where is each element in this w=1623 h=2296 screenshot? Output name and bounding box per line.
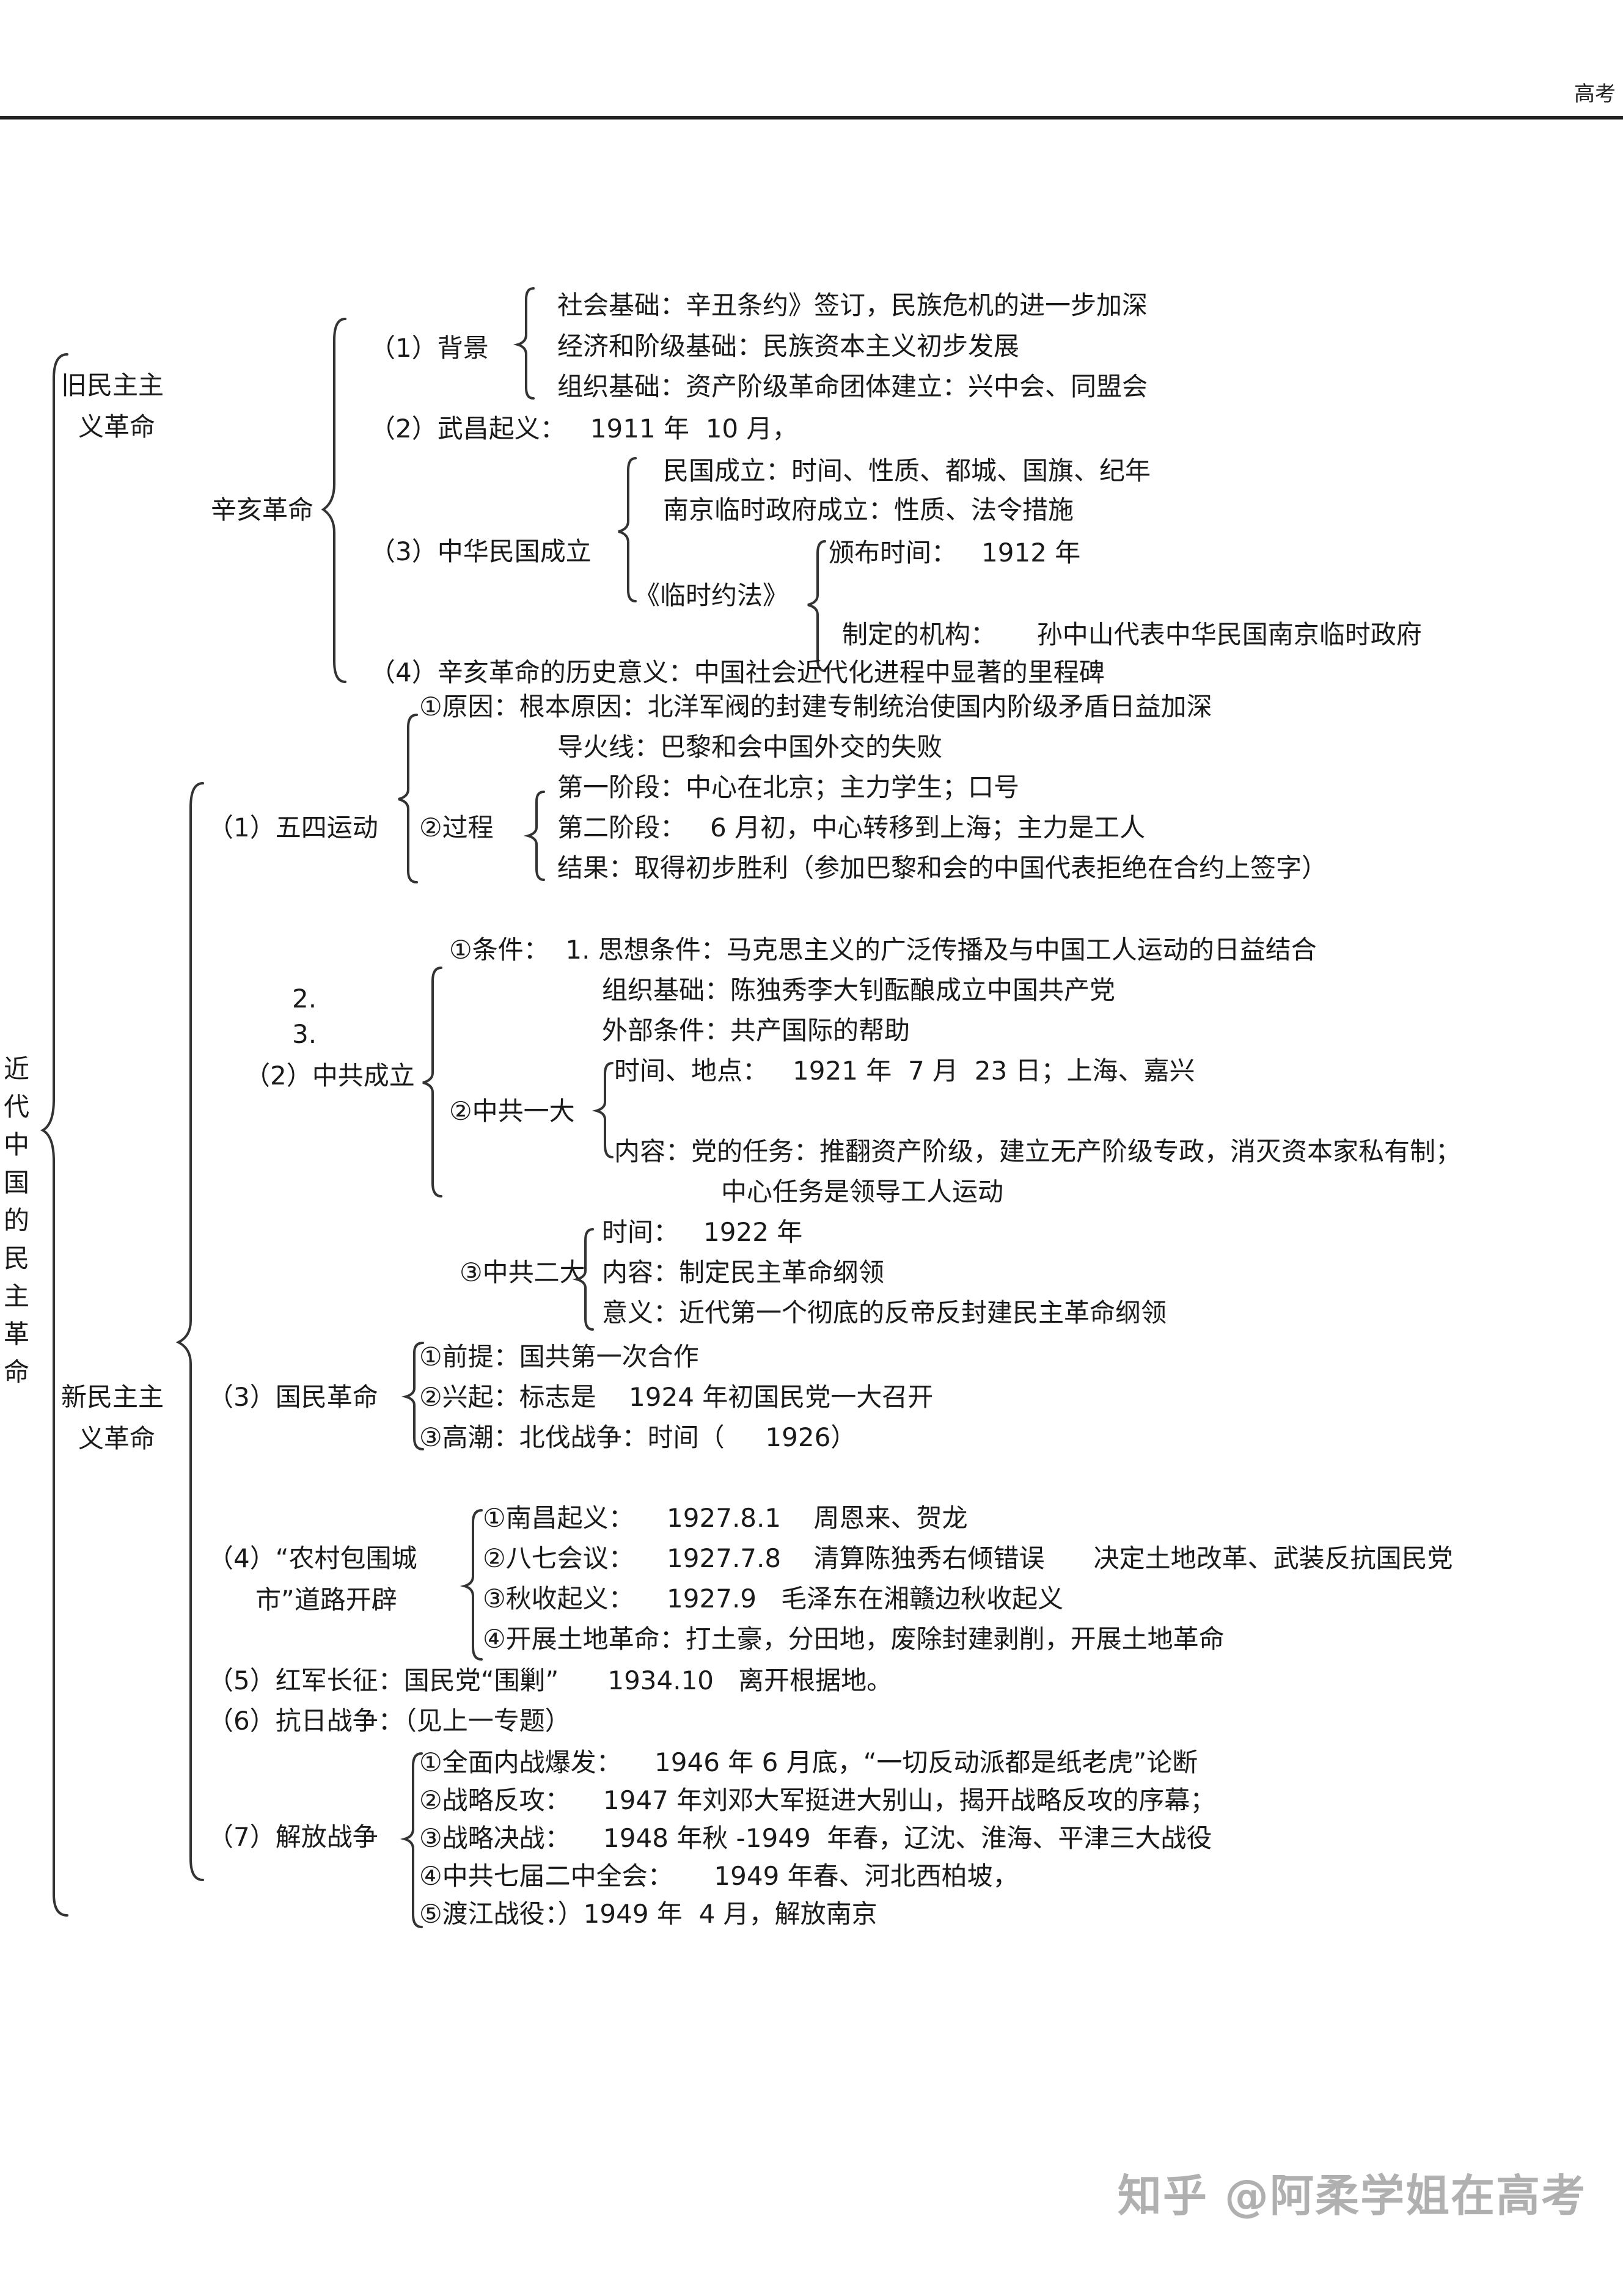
xinhai-significance: （4）辛亥革命的历史意义：中国社会近代化进程中显著的里程碑 — [370, 657, 1105, 687]
rural-encircle-item: ①南昌起义： 1927.8.1 周恩来、贺龙 — [483, 1503, 968, 1533]
provisional-item: 颁布时间： 1912 年 — [829, 538, 1081, 568]
first-congress-label: ②中共一大 — [449, 1096, 575, 1126]
old-democratic-label-1: 旧民主主 — [61, 370, 164, 400]
stray-number: 2. — [292, 984, 317, 1014]
header-label: 高考 — [1574, 82, 1616, 106]
root-brace — [40, 353, 68, 1917]
liberation-war-brace — [400, 1752, 423, 1928]
root-char: 近 — [3, 1054, 29, 1084]
first-congress-item: 内容：党的任务：推翻资产阶级，建立无产阶级专政，消灭资本家私有制； — [614, 1136, 1462, 1166]
liberation-war-item: ④中共七届二中全会： 1949 年春、河北西柏坡， — [419, 1861, 1019, 1891]
first-congress-brace — [592, 1062, 614, 1158]
background-brace — [513, 287, 535, 400]
header-rule — [0, 116, 1623, 120]
may4-process-label: ②过程 — [419, 813, 494, 843]
may4-trigger: 导火线：巴黎和会中国外交的失败 — [557, 732, 943, 762]
rural-encircle-item: ②八七会议： 1927.7.8 清算陈独秀右倾错误 决定土地改革、武装反抗国民党 — [483, 1543, 1453, 1573]
ccp-condition: 外部条件：共产国际的帮助 — [602, 1015, 910, 1045]
liberation-war-item: ③战略决战： 1948 年秋 -1949 年春，辽沈、淮海、平津三大战役 — [419, 1823, 1212, 1853]
ccp-condition: 组织基础：陈独秀李大钊酝酿成立中国共产党 — [602, 975, 1116, 1005]
national-revolution-item: ③高潮：北伐战争：时间（ 1926） — [419, 1422, 857, 1452]
may4-process-item: 第二阶段： 6 月初，中心转移到上海；主力是工人 — [557, 813, 1146, 843]
xinhai-label: 辛亥革命 — [211, 495, 314, 525]
ccp-founding-brace — [422, 967, 442, 1197]
first-congress-item: 中心任务是领导工人运动 — [721, 1177, 1004, 1207]
xinhai-brace — [321, 318, 346, 683]
may4-process-brace — [523, 791, 545, 881]
second-congress-label: ③中共二大 — [460, 1257, 585, 1287]
liberation-war-item: ②战略反攻： 1947 年刘邓大军挺进大别山，揭开战略反攻的序幕； — [419, 1785, 1216, 1815]
wuchang-uprising: （2）武昌起义： 1911 年 10 月， — [370, 414, 798, 444]
root-char: 革 — [3, 1319, 29, 1349]
anti-japanese-war: （6）抗日战争：（见上一专题） — [208, 1706, 571, 1736]
root-char: 民 — [3, 1243, 29, 1273]
rural-encircle-label-2: 市”道路开辟 — [255, 1585, 397, 1615]
rural-encircle-label-1: （4）“农村包围城 — [208, 1543, 417, 1573]
root-char: 中 — [3, 1130, 29, 1160]
national-revolution-brace — [401, 1342, 424, 1450]
may4-brace — [398, 714, 418, 883]
may4-label: （1）五四运动 — [208, 813, 378, 843]
may4-cause: ①原因：根本原因：北洋军阀的封建专制统治使国内阶级矛盾日益加深 — [419, 692, 1212, 722]
provisional-brace — [807, 540, 826, 672]
rural-encircle-item: ④开展土地革命：打土豪，分田地，废除封建剥削，开展土地革命 — [483, 1624, 1225, 1654]
national-revolution-item: ①前提：国共第一次合作 — [419, 1342, 699, 1372]
old-democratic-label-2: 义革命 — [78, 412, 156, 442]
root-char: 国 — [3, 1168, 29, 1197]
ccp-founding-label: （2）中共成立 — [244, 1061, 415, 1091]
national-revolution-item: ②兴起：标志是 1924 年初国民党一大召开 — [419, 1382, 934, 1412]
liberation-war-label: （7）解放战争 — [208, 1822, 378, 1852]
ccp-condition: ①条件： 1. 思想条件：马克思主义的广泛传播及与中国工人运动的日益结合 — [449, 935, 1317, 965]
national-revolution-label: （3）国民革命 — [208, 1382, 378, 1412]
root-char: 命 — [3, 1357, 29, 1387]
provisional-constitution-label: 《临时约法》 — [634, 580, 789, 610]
background-item: 经济和阶级基础：民族资本主义初步发展 — [557, 331, 1020, 361]
first-congress-item: 时间、地点： 1921 年 7 月 23 日；上海、嘉兴 — [614, 1056, 1195, 1086]
long-march: （5）红军长征：国民党“围剿” 1934.10 离开根据地。 — [208, 1665, 893, 1695]
background-item: 组织基础：资产阶级革命团体建立：兴中会、同盟会 — [557, 371, 1148, 401]
liberation-war-item: ⑤渡江战役：）1949 年 4 月，解放南京 — [419, 1899, 877, 1929]
new-democratic-brace — [175, 782, 204, 1881]
second-congress-item: 意义：近代第一个彻底的反帝反封建民主革命纲领 — [602, 1298, 1167, 1328]
background-item: 社会基础：辛丑条约》签订，民族危机的进一步加深 — [557, 290, 1148, 320]
background-label: （1）背景 — [370, 333, 489, 363]
root-char: 代 — [3, 1092, 29, 1122]
second-congress-brace — [572, 1228, 594, 1331]
second-congress-item: 内容：制定民主革命纲领 — [602, 1257, 885, 1287]
watermark: 知乎 @阿柔学姐在高考 — [1117, 2170, 1586, 2221]
new-democratic-label-1: 新民主主 — [61, 1382, 164, 1412]
new-democratic-label-2: 义革命 — [78, 1424, 156, 1453]
roc-item: 南京临时政府成立：性质、法令措施 — [663, 495, 1074, 525]
provisional-item: 制定的机构： 孙中山代表中华民国南京临时政府 — [842, 620, 1422, 649]
roc-item: 民国成立：时间、性质、都城、国旗、纪年 — [663, 456, 1151, 486]
rural-encircle-item: ③秋收起义： 1927.9 毛泽东在湘赣边秋收起义 — [483, 1584, 1064, 1614]
roc-label: （3）中华民国成立 — [370, 536, 592, 566]
may4-process-item: 第一阶段：中心在北京；主力学生；口号 — [557, 772, 1020, 802]
root-char: 的 — [3, 1205, 29, 1235]
root-char: 主 — [3, 1281, 29, 1311]
rural-encircle-brace — [460, 1509, 483, 1661]
roc-brace — [618, 457, 637, 602]
stray-number: 3. — [292, 1019, 317, 1049]
liberation-war-item: ①全面内战爆发： 1946 年 6 月底，“一切反动派都是纸老虎”论断 — [419, 1747, 1198, 1777]
may4-process-item: 结果：取得初步胜利（参加巴黎和会的中国代表拒绝在合约上签字） — [557, 853, 1328, 883]
second-congress-item: 时间： 1922 年 — [602, 1217, 803, 1247]
